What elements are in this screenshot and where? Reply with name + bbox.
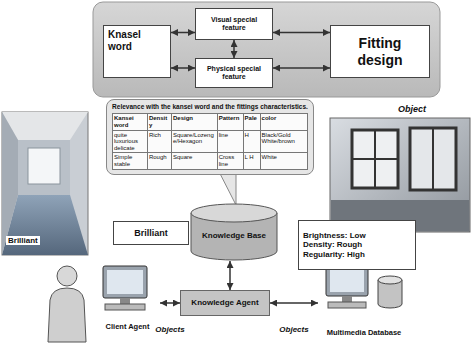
- table-cell: Kansei word: [113, 114, 148, 130]
- person-icon: [48, 266, 86, 342]
- node-text: Knowledge Agent: [191, 298, 258, 307]
- table-cell: Design: [172, 114, 218, 130]
- room-back-wall: [18, 140, 70, 195]
- connector-arrow: [171, 32, 195, 34]
- screen: [330, 270, 364, 292]
- feature-box: Visual special feature: [195, 8, 273, 40]
- table-cell: Pale: [243, 114, 260, 130]
- client-agent: Client Agent: [95, 262, 160, 334]
- stand: [120, 298, 130, 304]
- node-text: Regularity: High: [303, 250, 365, 259]
- window-bar: [352, 158, 398, 160]
- kansei-word-box: Knasel word: [103, 25, 171, 78]
- callout-bubble: Relevance with the kansei word and the f…: [106, 99, 314, 175]
- person-body: [48, 288, 86, 342]
- node-text: Visual special feature: [200, 16, 268, 32]
- room-left-wall: [2, 112, 18, 255]
- monitor: [326, 266, 368, 296]
- table-cell: Black/Gold White/brown: [260, 130, 307, 153]
- callout-tail: [220, 174, 236, 205]
- cylinder-top: [191, 204, 277, 222]
- monitor: [103, 266, 147, 298]
- connector-arrow: [273, 67, 330, 69]
- screen: [107, 270, 143, 294]
- room-window: [28, 148, 60, 184]
- database-cylinder-top: [378, 276, 402, 284]
- client-computer-icon: [103, 266, 147, 310]
- edge-label: Objects: [279, 325, 308, 334]
- fitting-box: Fitting design: [330, 25, 430, 78]
- connector-arrow: [160, 302, 180, 304]
- node-text: Brilliant: [134, 228, 168, 238]
- table-cell: Rich: [147, 130, 171, 153]
- keyboard: [105, 304, 145, 310]
- edge-label: Objects: [155, 325, 184, 334]
- connector-arrow: [229, 261, 231, 290]
- photo-caption: Object: [398, 104, 426, 114]
- table-cell: Density: [147, 114, 171, 130]
- database-node: Multimedia Database: [318, 262, 410, 340]
- connector-arrow: [171, 67, 195, 69]
- node-text: Brightness: Low: [303, 231, 366, 240]
- result-box: Brilliant: [113, 221, 189, 245]
- table-cell: Square/Lozenge/Hexagon: [172, 130, 218, 153]
- table-cell: color: [260, 114, 307, 130]
- node-text: Relevance with the kansei word and the f…: [112, 103, 308, 110]
- table-row: quite luxurious delicateRichSquare/Lozen…: [113, 130, 308, 153]
- agent-box: Knowledge Agent: [180, 290, 270, 316]
- person-head: [57, 266, 77, 286]
- window-frame: [352, 130, 398, 188]
- node-text: Density: Rough: [303, 240, 362, 249]
- table-cell: line: [217, 130, 243, 153]
- photo-frame: [2, 112, 88, 255]
- connector-arrow: [233, 40, 235, 58]
- photo-caption: Brilliant: [6, 236, 40, 245]
- table-cell: Simple stable: [113, 153, 148, 169]
- node-text: Knowledge Base: [202, 231, 266, 240]
- table-row: Simple stableRoughSquareCross lineL HWhi…: [113, 153, 308, 169]
- table-cell: White: [260, 153, 307, 169]
- table-cell: H: [243, 130, 260, 153]
- table-cell: Square: [172, 153, 218, 169]
- node-text: Knasel word: [108, 29, 166, 52]
- table-cell: Cross line: [217, 153, 243, 169]
- table-cell: L H: [243, 153, 260, 169]
- node-text: Client Agent: [106, 323, 150, 332]
- stand: [342, 296, 352, 302]
- database-computer-icon: [326, 266, 402, 308]
- photo-frame: [330, 118, 470, 232]
- window-frame: [410, 128, 456, 190]
- room-photo: [2, 112, 88, 255]
- keyboard: [328, 302, 366, 308]
- feature-panel: [93, 2, 440, 97]
- table-row: Kansei wordDensityDesignPatternPalecolor: [113, 114, 308, 130]
- knowledge-base: Knowledge Base: [190, 203, 278, 261]
- connector-arrow: [273, 32, 330, 34]
- node-text: Physical special feature: [200, 65, 268, 81]
- connector-arrow: [270, 302, 318, 304]
- node-text: Multimedia Database: [327, 329, 402, 338]
- relevance-table: Kansei wordDensityDesignPatternPalecolor…: [112, 113, 308, 169]
- feature-box: Physical special feature: [195, 58, 273, 88]
- window-bar: [432, 128, 434, 190]
- table-cell: quite luxurious delicate: [113, 130, 148, 153]
- table-body: Kansei wordDensityDesignPatternPalecolor…: [113, 114, 308, 169]
- table-cell: Pattern: [217, 114, 243, 130]
- node-text: Fitting design: [335, 35, 425, 67]
- window-photo: [330, 118, 470, 232]
- feature-values-box: Brightness: LowDensity: RoughRegularity:…: [298, 220, 416, 270]
- table-cell: Rough: [147, 153, 171, 169]
